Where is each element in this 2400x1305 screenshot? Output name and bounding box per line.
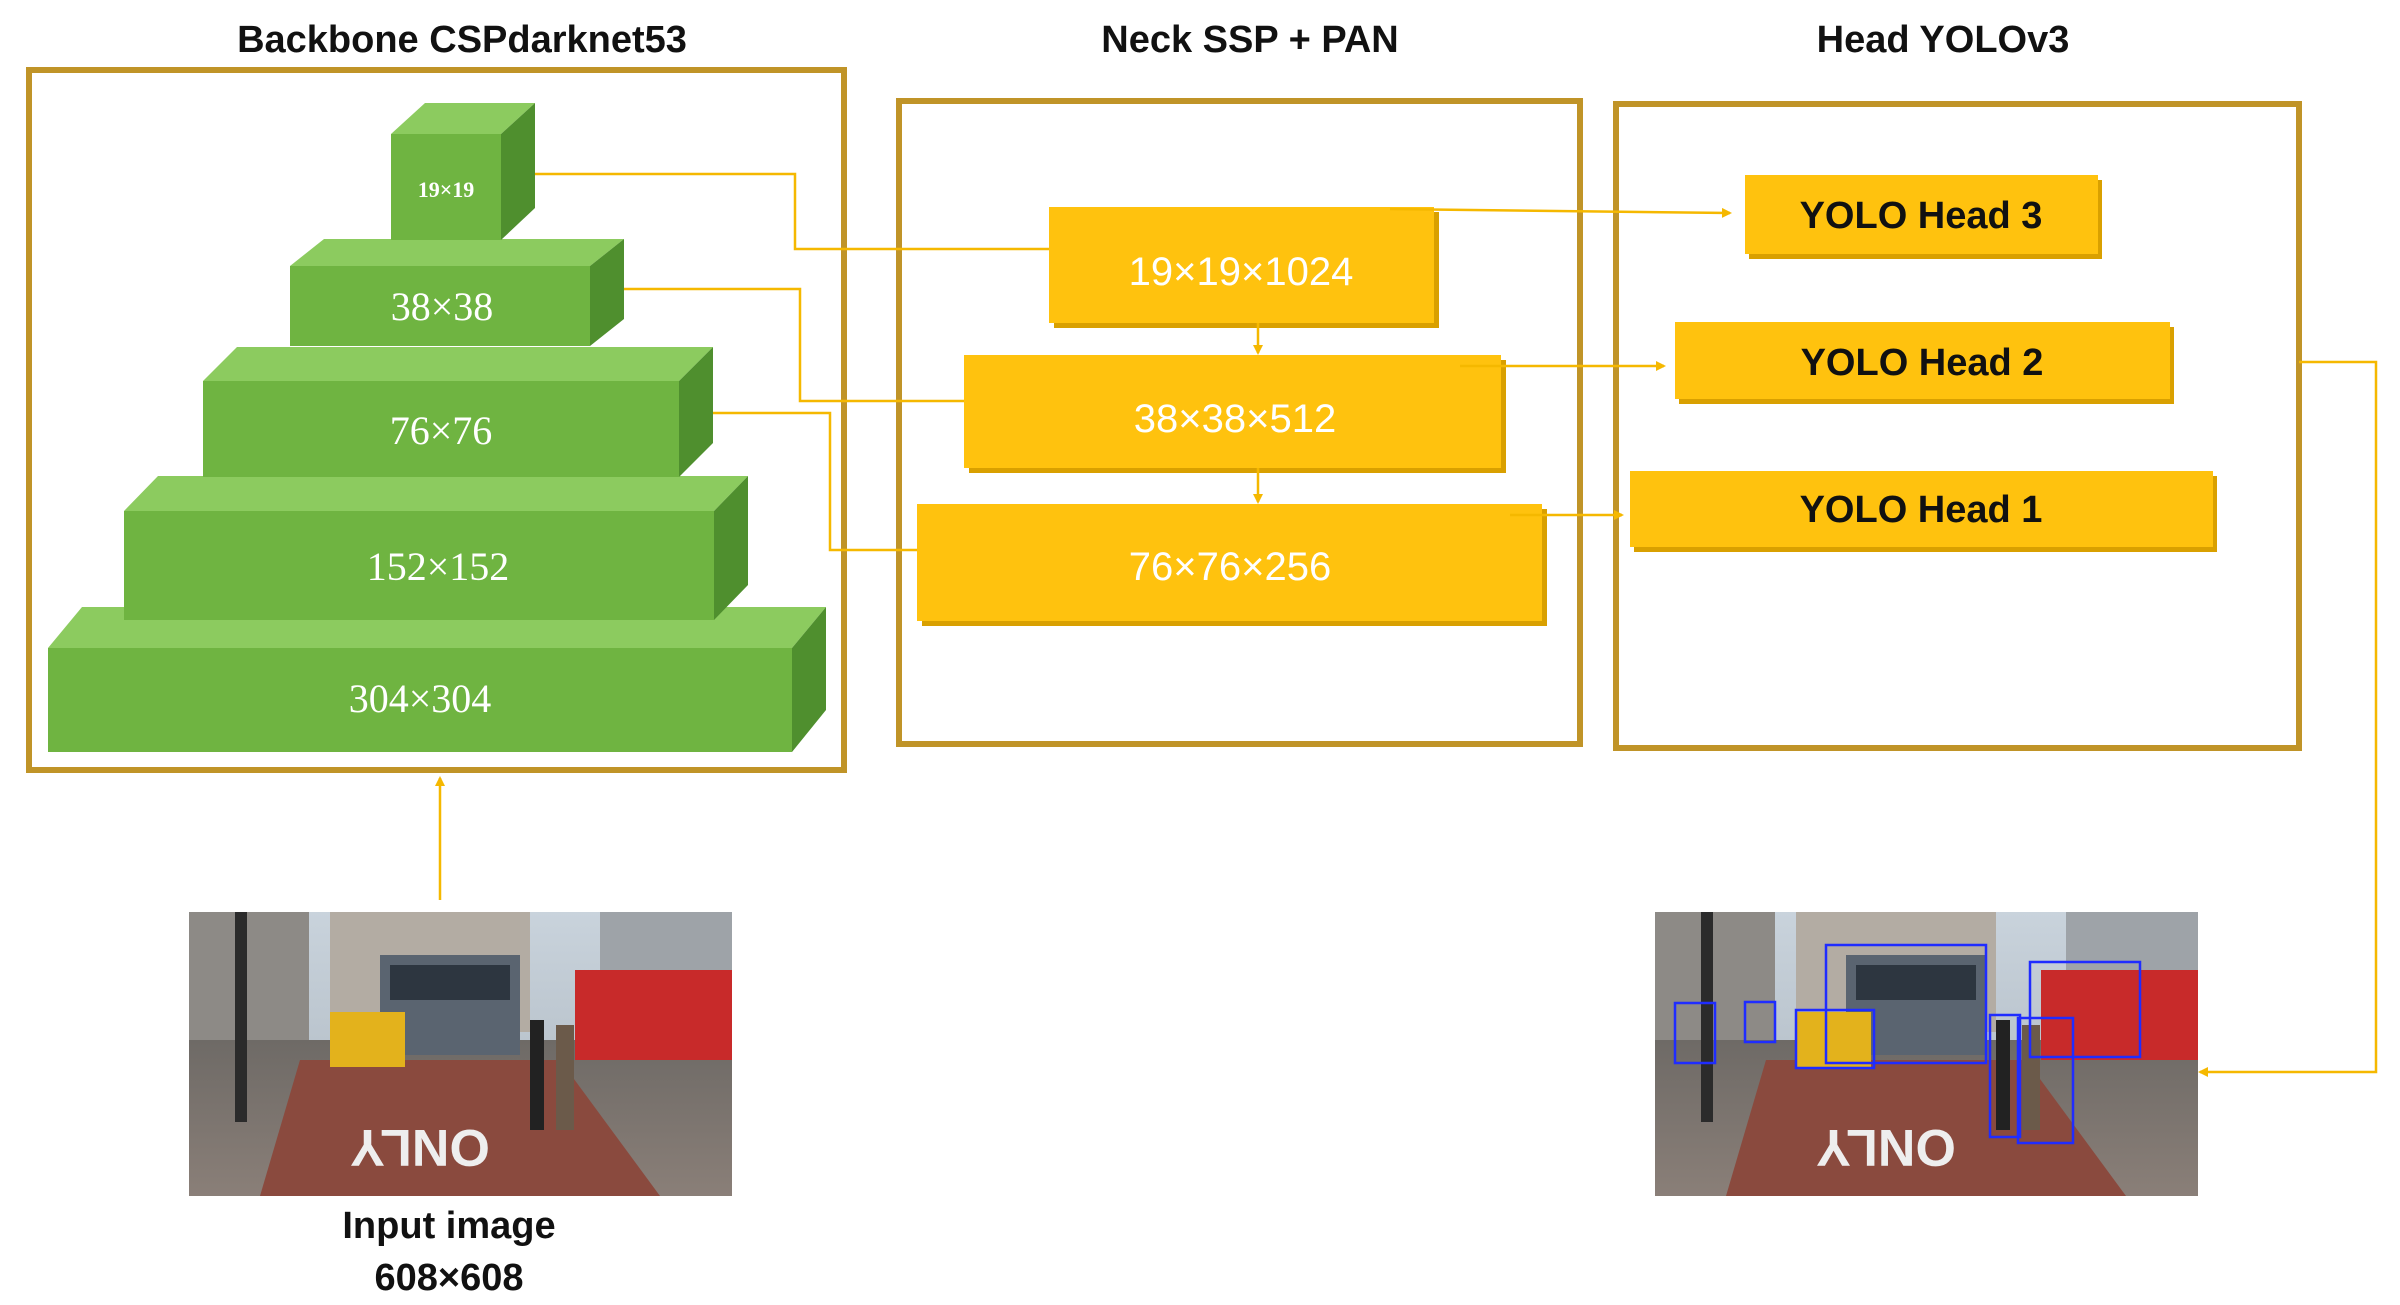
- backbone-level-19-label: 19×19: [418, 177, 475, 202]
- input-street-photo: ONLY: [189, 912, 732, 1196]
- backbone-neck-connectors: [535, 172, 1072, 555]
- yolo-head-1: YOLO Head 1: [1630, 471, 2217, 552]
- detection-boxes: [1673, 943, 2142, 1145]
- backbone-level-76: 76×76: [203, 347, 713, 477]
- head-output-connector: [2198, 360, 2378, 1077]
- backbone-level-19: 19×19: [391, 103, 535, 240]
- neck-box-256: 76×76×256: [917, 504, 1547, 626]
- road-marking: ONLY: [1816, 1118, 1956, 1176]
- backbone-level-152-label: 152×152: [367, 544, 510, 589]
- neck-box-256-label: 76×76×256: [1129, 545, 1331, 589]
- head-frame: [1613, 101, 2302, 751]
- yolo-head-2-label: YOLO Head 2: [1801, 342, 2044, 384]
- backbone-level-38: 38×38: [290, 239, 624, 346]
- neck-head-connectors: [1389, 207, 1732, 520]
- backbone-level-304: 304×304: [48, 607, 826, 752]
- yolo-head-1-label: YOLO Head 1: [1800, 489, 2043, 531]
- road-marking: ONLY: [350, 1118, 490, 1176]
- backbone-level-38-label: 38×38: [391, 284, 494, 329]
- neck-box-1024-label: 19×19×1024: [1129, 250, 1354, 294]
- neck-box-512-label: 38×38×512: [1134, 397, 1336, 441]
- input-image-label: Input image: [342, 1205, 555, 1247]
- backbone-frame: [26, 67, 847, 773]
- yolo-head-3: YOLO Head 3: [1745, 175, 2102, 259]
- connector-76-to-neck: [713, 411, 952, 555]
- connector-19-to-neck: [535, 172, 1072, 254]
- neck-title: Neck SSP + PAN: [1101, 19, 1398, 61]
- backbone-level-304-label: 304×304: [349, 676, 492, 721]
- output-street-photo: ONLY: [1655, 912, 2198, 1196]
- backbone-level-76-label: 76×76: [390, 408, 493, 453]
- neck-box-1024: 19×19×1024: [1049, 207, 1439, 328]
- neck-frame: [896, 98, 1583, 747]
- connector-38-to-neck: [624, 287, 992, 406]
- yolo-head-3-label: YOLO Head 3: [1800, 195, 2043, 237]
- head-title: Head YOLOv3: [1817, 19, 2070, 61]
- neck-box-512: 38×38×512: [964, 355, 1506, 473]
- backbone-level-152: 152×152: [124, 476, 748, 620]
- input-image-size-label: 608×608: [375, 1257, 524, 1299]
- backbone-title: Backbone CSPdarknet53: [237, 19, 687, 61]
- yolo-head-2: YOLO Head 2: [1675, 322, 2174, 404]
